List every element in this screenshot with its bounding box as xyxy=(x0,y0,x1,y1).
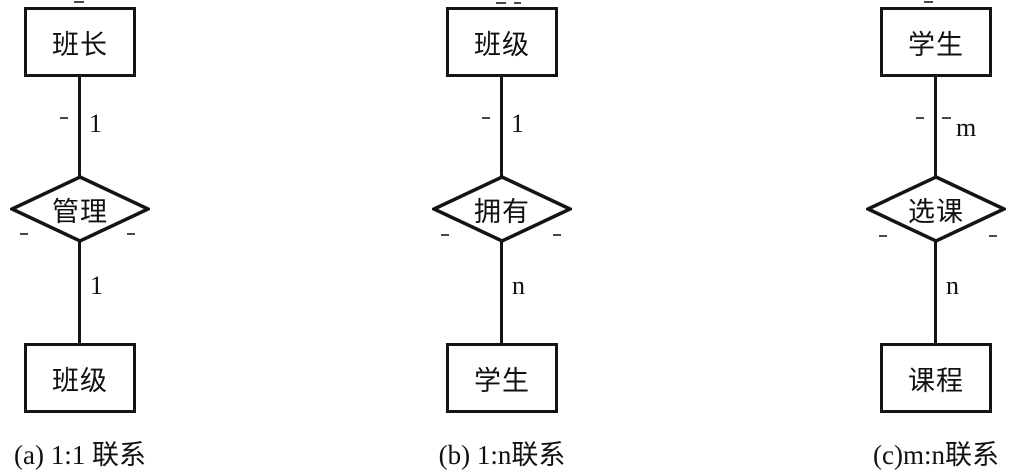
cardinality-label-top: m xyxy=(956,113,977,142)
entity-label: 班级 xyxy=(474,29,530,60)
entity-label: 班长 xyxy=(52,29,108,60)
er-diagram-mton: 学生 m 选课 n 课程 (c)m:n联系 xyxy=(856,0,1014,472)
connector-line-bottom xyxy=(934,242,937,344)
er-diagram-1ton: 班级 1 拥有 n 学生 (b) 1:n联系 xyxy=(422,0,582,472)
cardinality-label-bottom: n xyxy=(512,271,525,300)
cardinality-label-bottom: n xyxy=(946,271,959,300)
scan-artifact xyxy=(879,235,887,237)
cardinality-label-top: 1 xyxy=(89,109,102,138)
entity-label: 班级 xyxy=(52,365,108,396)
entity-label: 课程 xyxy=(908,365,964,396)
entity-box-bottom: 班级 xyxy=(24,343,136,413)
cardinality-label-bottom: 1 xyxy=(90,271,103,300)
diamond-shape xyxy=(10,175,150,243)
diagram-caption: (b) 1:n联系 xyxy=(438,440,566,470)
scan-artifact xyxy=(924,1,933,3)
diamond-shape xyxy=(432,175,572,243)
relationship-label: 管理 xyxy=(52,196,108,227)
connector-line-bottom xyxy=(78,242,81,344)
diagram-caption: (c)m:n联系 xyxy=(873,440,999,470)
connector-line-top xyxy=(500,76,503,176)
entity-box-top: 班级 xyxy=(446,7,558,77)
diamond-shape xyxy=(866,175,1006,243)
diagram-caption: (a) 1:1 联系 xyxy=(14,440,146,470)
scan-artifact xyxy=(127,233,135,235)
scan-artifact xyxy=(514,2,521,4)
entity-box-bottom: 课程 xyxy=(880,343,992,413)
relationship-diamond: 管理 xyxy=(10,175,150,243)
relationship-diamond: 选课 xyxy=(866,175,1006,243)
connector-line-bottom xyxy=(500,242,503,344)
scan-artifact xyxy=(20,233,28,235)
scan-artifact xyxy=(916,117,924,119)
connector-line-top xyxy=(78,76,81,176)
relationship-label: 拥有 xyxy=(474,196,530,227)
scan-artifact xyxy=(60,117,68,119)
scan-artifact xyxy=(74,1,84,3)
connector-line-top xyxy=(934,76,937,176)
scan-artifact xyxy=(553,234,561,236)
entity-box-bottom: 学生 xyxy=(446,343,558,413)
entity-label: 学生 xyxy=(908,29,964,60)
scan-artifact xyxy=(942,117,951,119)
scan-artifact xyxy=(441,234,449,236)
entity-box-top: 班长 xyxy=(24,7,136,77)
scan-artifact xyxy=(989,235,997,237)
relationship-diamond: 拥有 xyxy=(432,175,572,243)
er-diagram-1to1: 班长 1 管理 1 班级 (a) 1:1 联系 xyxy=(0,0,160,472)
scan-artifact xyxy=(496,2,506,4)
cardinality-label-top: 1 xyxy=(511,109,524,138)
relationship-label: 选课 xyxy=(908,196,964,227)
entity-label: 学生 xyxy=(474,365,530,396)
scan-artifact xyxy=(482,117,490,119)
entity-box-top: 学生 xyxy=(880,7,992,77)
